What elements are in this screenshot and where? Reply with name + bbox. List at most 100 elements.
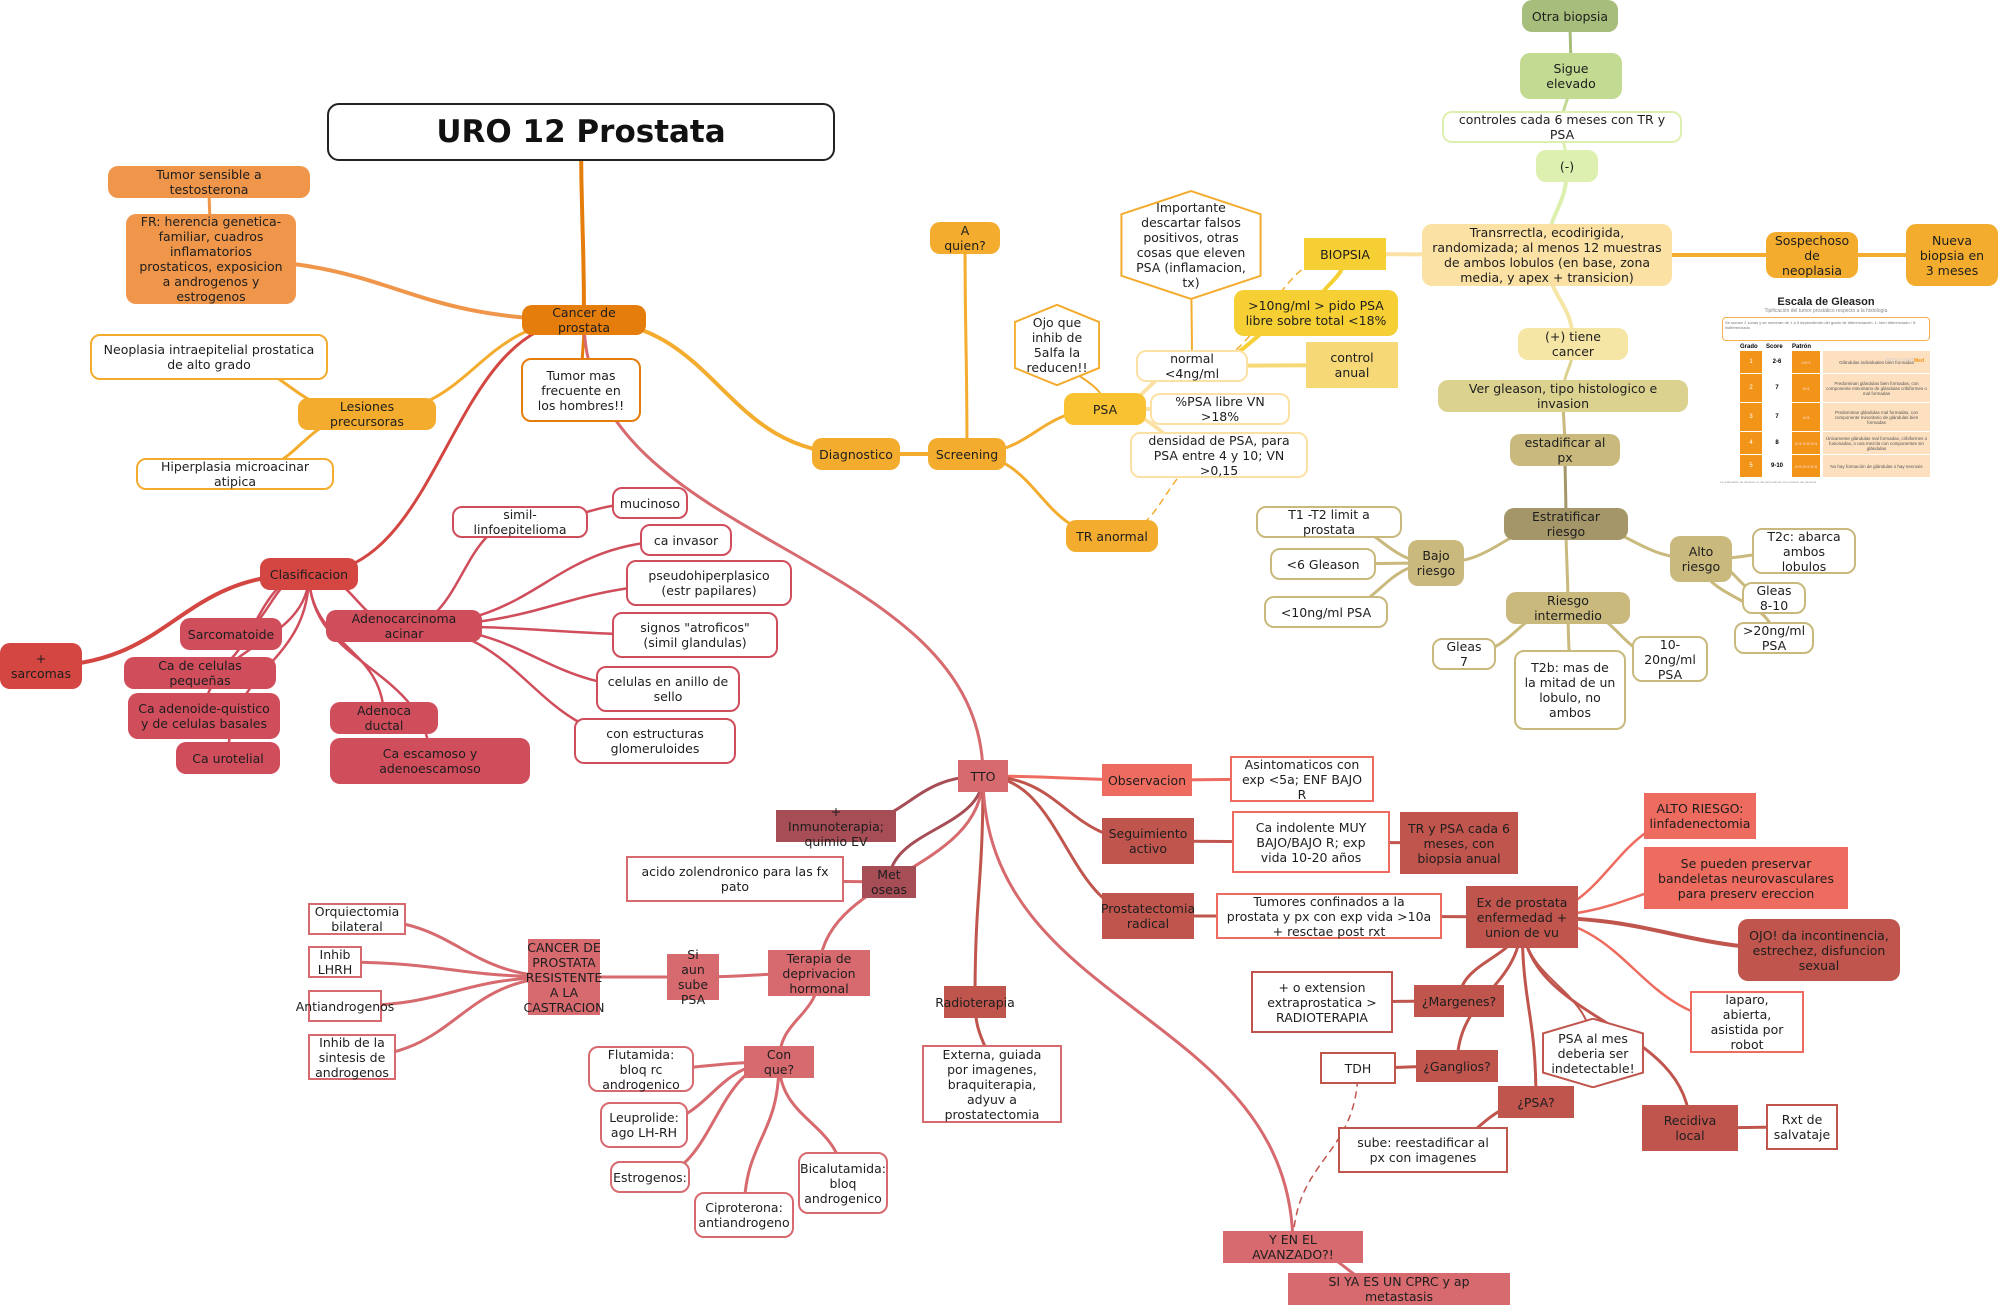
node-biopsia[interactable]: BIOPSIA (1304, 238, 1386, 270)
node-menor6[interactable]: <6 Gleason (1270, 548, 1376, 580)
node-aquien[interactable]: A quien? (930, 222, 1000, 254)
node-psa-libre[interactable]: %PSA libre VN >18% (1150, 393, 1290, 425)
node-conque[interactable]: Con que? (744, 1046, 814, 1078)
node-adenoca-ductal[interactable]: Adenoca ductal (330, 702, 438, 734)
node-prostatectomia[interactable]: Prostatectomia radical (1101, 893, 1195, 939)
node-alto[interactable]: Alto riesgo (1670, 536, 1732, 582)
node-deprivacion[interactable]: Terapia de deprivacion hormonal (768, 950, 870, 996)
node-diagnostico[interactable]: Diagnostico (812, 438, 900, 470)
node-sintesis[interactable]: Inhib de la sintesis de androgenos (308, 1034, 396, 1080)
node-transrectal[interactable]: Transrrectla, ecodirigida, randomizada; … (1422, 224, 1672, 286)
node-sigue-elevado[interactable]: Sigue elevado (1520, 53, 1622, 99)
node-alto-riesgo-linf[interactable]: ALTO RIESGO: linfadenectomia (1644, 793, 1756, 839)
node-mayor20[interactable]: >20ng/ml PSA (1734, 622, 1814, 654)
node-tdh[interactable]: TDH (1320, 1052, 1396, 1084)
node-normal4[interactable]: normal <4ng/ml (1136, 350, 1248, 382)
node-ex-prostata[interactable]: Ex de prostata enfermedad + union de vu (1466, 886, 1578, 948)
node-cancer[interactable]: Cancer de prostata (522, 305, 646, 335)
node-estrogenos[interactable]: Estrogenos: (610, 1161, 690, 1193)
node-screening[interactable]: Screening (928, 438, 1006, 470)
node-pequenas[interactable]: Ca de celulas pequeñas (124, 657, 276, 689)
node-psa-mes[interactable]: PSA al mes deberia ser indetectable! (1542, 1018, 1644, 1088)
node-menor10[interactable]: <10ng/ml PSA (1264, 596, 1388, 628)
node-control-anual[interactable]: control anual (1306, 342, 1398, 388)
node-atroficos[interactable]: signos "atroficos" (simil glandulas) (612, 612, 778, 658)
node-observacion[interactable]: Observacion (1102, 764, 1192, 796)
node-antiandrogenos[interactable]: Antiandrogenos (296, 990, 394, 1022)
node-estratificar[interactable]: Estratificar riesgo (1504, 508, 1628, 540)
node-sarcomas[interactable]: + sarcomas (0, 643, 82, 689)
node-sospechoso[interactable]: Sospechoso de neoplasia (1766, 232, 1858, 278)
node-t2c[interactable]: T2c: abarca ambos lobulos (1752, 528, 1856, 574)
node-urotelial[interactable]: Ca urotelial (176, 742, 280, 774)
node-bandeletas[interactable]: Se pueden preservar bandeletas neurovasc… (1644, 847, 1848, 909)
node-tumor-frecuente[interactable]: Tumor mas frecuente en los hombres!! (521, 358, 641, 422)
node-positivo[interactable]: (+) tiene cancer (1518, 328, 1628, 360)
node-bicalutamida[interactable]: Bicalutamida: bloq androgenico (798, 1152, 888, 1214)
node-leuprolide[interactable]: Leuprolide: ago LH-RH (600, 1102, 688, 1148)
node-fr[interactable]: FR: herencia genetica-familiar, cuadros … (126, 214, 296, 304)
node-sube[interactable]: sube: reestadificar al px con imagenes (1338, 1127, 1508, 1173)
node-t2b[interactable]: T2b: mas de la mitad de un lobulo, no am… (1514, 650, 1626, 730)
node-t1t2[interactable]: T1 -T2 limit a prostata (1256, 506, 1402, 538)
node-si-aun[interactable]: Si aun sube PSA (667, 947, 719, 1007)
node-psa-q[interactable]: ¿PSA? (1498, 1086, 1574, 1118)
node-gleas7[interactable]: Gleas 7 (1432, 638, 1496, 670)
node-avanzado[interactable]: Y EN EL AVANZADO?! (1223, 1231, 1363, 1263)
node-asintomaticos[interactable]: Asintomaticos con exp <5a; ENF BAJO R (1230, 756, 1374, 802)
node-clasificacion[interactable]: Clasificacion (260, 558, 358, 590)
node-estadificar[interactable]: estadificar al px (1510, 434, 1620, 466)
node-ojo-incontinencia[interactable]: OJO! da incontinencia, estrechez, disfun… (1738, 919, 1900, 981)
node-otra-biopsia[interactable]: Otra biopsia (1522, 0, 1618, 32)
node-mayor10[interactable]: >10ng/ml > pido PSA libre sobre total <1… (1234, 290, 1398, 336)
node-adenoca-acinar[interactable]: Adenocarcinoma acinar (326, 610, 482, 642)
node-lesiones[interactable]: Lesiones precursoras (298, 398, 436, 430)
node-ver-gleason[interactable]: Ver gleason, tipo histologico e invasion (1438, 380, 1688, 412)
node-invasor[interactable]: ca invasor (640, 524, 732, 556)
node-tumor-sensible[interactable]: Tumor sensible a testosterona (108, 166, 310, 198)
node-margenes[interactable]: ¿Margenes? (1414, 985, 1504, 1017)
node-ganglios[interactable]: ¿Ganglios? (1416, 1050, 1498, 1082)
map-title[interactable]: URO 12 Prostata (327, 103, 835, 161)
node-bajo[interactable]: Bajo riesgo (1408, 540, 1464, 586)
node-pseudo[interactable]: pseudohiperplasico (estr papilares) (626, 560, 792, 606)
node-tr-anormal[interactable]: TR anormal (1066, 520, 1158, 552)
node-neoplasia[interactable]: Neoplasia intraepitelial prostatica de a… (90, 334, 328, 380)
node-tr-psa6[interactable]: TR y PSA cada 6 meses, con biopsia anual (1400, 812, 1518, 874)
node-escamoso[interactable]: Ca escamoso y adenoescamoso (330, 738, 530, 784)
node-controles6[interactable]: controles cada 6 meses con TR y PSA (1442, 111, 1682, 143)
node-inmuno[interactable]: + Inmunoterapia; quimio EV (776, 804, 896, 849)
node-laparo[interactable]: laparo, abierta, asistida por robot (1690, 991, 1804, 1053)
node-flutamida[interactable]: Flutamida: bloq rc androgenico (588, 1046, 694, 1092)
node-radioterapia[interactable]: Radioterapia (935, 986, 1015, 1018)
node-densidad[interactable]: densidad de PSA, para PSA entre 4 y 10; … (1130, 432, 1308, 478)
node-adenoide[interactable]: Ca adenoide-quistico y de celulas basale… (128, 693, 280, 739)
node-tto[interactable]: TTO (958, 760, 1008, 792)
node-ojo5alfa[interactable]: Ojo que inhib de 5alfa la reducen!! (1014, 304, 1100, 386)
node-extension[interactable]: + o extension extraprostatica > RADIOTER… (1251, 971, 1393, 1033)
node-confinados[interactable]: Tumores confinados a la prostata y px co… (1216, 893, 1442, 939)
node-importante[interactable]: Importante descartar falsos positivos, o… (1120, 190, 1262, 300)
node-psa[interactable]: PSA (1064, 393, 1146, 425)
node-sarcomatoide[interactable]: Sarcomatoide (180, 618, 282, 650)
node-cprc[interactable]: CANCER DE PROSTATA RESISTENTE A LA CASTR… (524, 939, 605, 1015)
node-externa[interactable]: Externa, guiada por imagenes, braquitera… (922, 1045, 1062, 1123)
node-ciproterona[interactable]: Ciproterona: antiandrogeno (694, 1192, 794, 1238)
node-glomeruloides[interactable]: con estructuras glomeruloides (574, 718, 736, 764)
node-orquiectomia[interactable]: Orquiectomia bilateral (308, 903, 406, 935)
node-psa10-20[interactable]: 10-20ng/ml PSA (1632, 636, 1708, 682)
node-lhrh[interactable]: Inhib LHRH (308, 946, 362, 978)
node-indolente[interactable]: Ca indolente MUY BAJO/BAJO R; exp vida 1… (1232, 811, 1390, 873)
node-mucinoso[interactable]: mucinoso (612, 487, 688, 519)
node-rxt-salvataje[interactable]: Rxt de salvataje (1766, 1104, 1838, 1150)
node-met-oseas[interactable]: Met oseas (862, 866, 916, 898)
node-recidiva[interactable]: Recidiva local (1642, 1105, 1738, 1151)
node-anillo[interactable]: celulas en anillo de sello (596, 666, 740, 712)
node-seguimiento[interactable]: Seguimiento activo (1102, 818, 1194, 864)
node-hiperplasia[interactable]: Hiperplasia microacinar atipica (136, 458, 334, 490)
node-zolendronico[interactable]: acido zolendronico para las fx pato (626, 856, 844, 902)
node-negativo[interactable]: (-) (1536, 150, 1598, 182)
node-gleas810[interactable]: Gleas 8-10 (1742, 582, 1806, 614)
node-intermedio[interactable]: Riesgo intermedio (1506, 592, 1630, 624)
node-simil[interactable]: simil-linfoepitelioma (452, 506, 588, 538)
